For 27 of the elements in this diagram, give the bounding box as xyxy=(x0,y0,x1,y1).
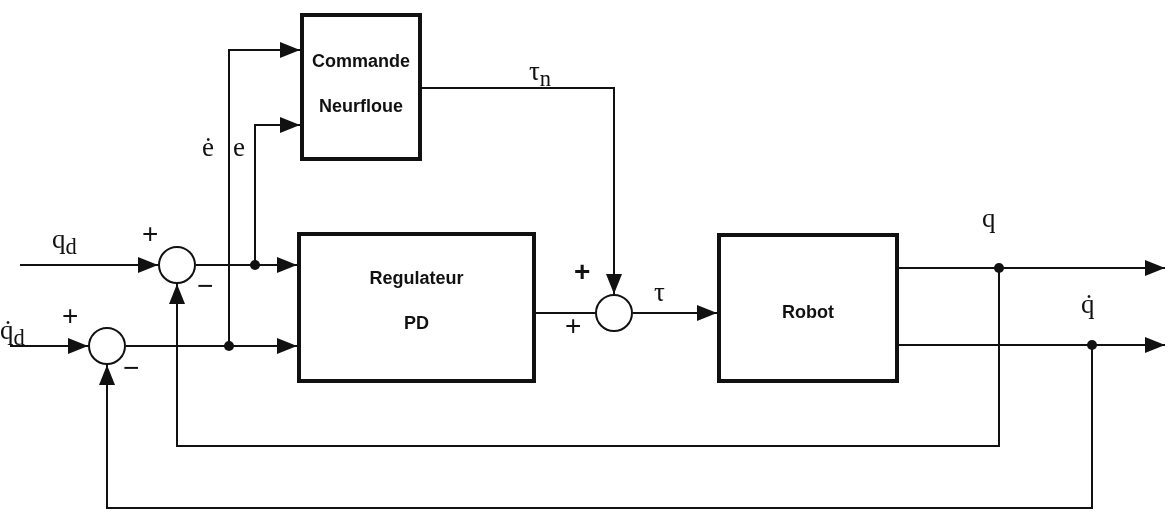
sign-label: + xyxy=(62,302,79,330)
signal-label: τ$_{n}$ xyxy=(529,58,552,91)
block-box xyxy=(717,233,899,383)
sign-label: + xyxy=(565,312,582,340)
signal-label: ė xyxy=(202,134,214,161)
arrow xyxy=(421,87,622,295)
connector-line xyxy=(535,312,596,314)
arrow xyxy=(169,267,1000,447)
signal-label: q$_{d}$ xyxy=(52,226,77,259)
signal-label: q̇ xyxy=(1081,291,1095,318)
block-box xyxy=(300,13,422,161)
block-box xyxy=(297,232,536,383)
sign-label: + xyxy=(142,220,159,248)
arrow xyxy=(9,338,89,354)
signal-label: τ xyxy=(654,279,665,306)
signal-label: q xyxy=(982,205,996,232)
arrow xyxy=(19,257,159,273)
signal-label: e xyxy=(233,134,245,161)
signal-label: q̇$_{d}$ xyxy=(0,317,25,350)
sign-label: − xyxy=(123,354,140,382)
arrow xyxy=(632,305,718,321)
block-label: Commande Neurfloue xyxy=(311,50,411,118)
sign-label: + xyxy=(574,258,591,286)
block-label: Robot xyxy=(782,301,834,324)
block-label: Regulateur PD xyxy=(368,267,465,335)
arrow xyxy=(99,344,1093,509)
sign-label: − xyxy=(197,272,214,300)
